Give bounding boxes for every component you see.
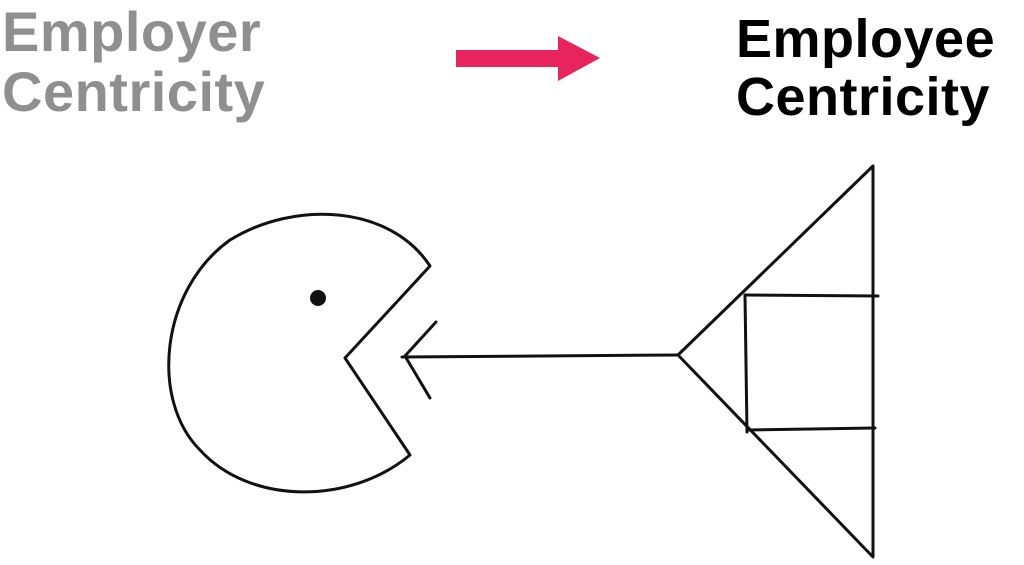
megaphone-outline	[676, 164, 875, 559]
megaphone-lower-rule	[745, 426, 877, 432]
arrow-line	[400, 353, 680, 359]
arrow-head	[558, 36, 600, 81]
arrow-chevron	[403, 320, 438, 400]
right-heading-line-1: Employee	[736, 9, 996, 69]
right-arrow-icon	[456, 36, 600, 81]
megaphone-inner-wall	[743, 293, 749, 434]
pac-man-icon	[167, 212, 432, 494]
right-heading-line-2: Centricity	[736, 67, 991, 127]
arrow-shaft	[456, 50, 564, 67]
pac-man-eye-icon	[310, 290, 326, 306]
left-heading-line-2: Centricity	[2, 60, 266, 123]
employee-centricity-heading: Employee Centricity	[736, 10, 995, 126]
left-heading-line-1: Employer	[2, 0, 262, 63]
left-arrow-icon	[400, 320, 680, 400]
employer-centricity-heading: Employer Centricity	[2, 2, 265, 122]
megaphone-upper-rule	[743, 293, 880, 298]
megaphone-icon	[676, 164, 880, 559]
